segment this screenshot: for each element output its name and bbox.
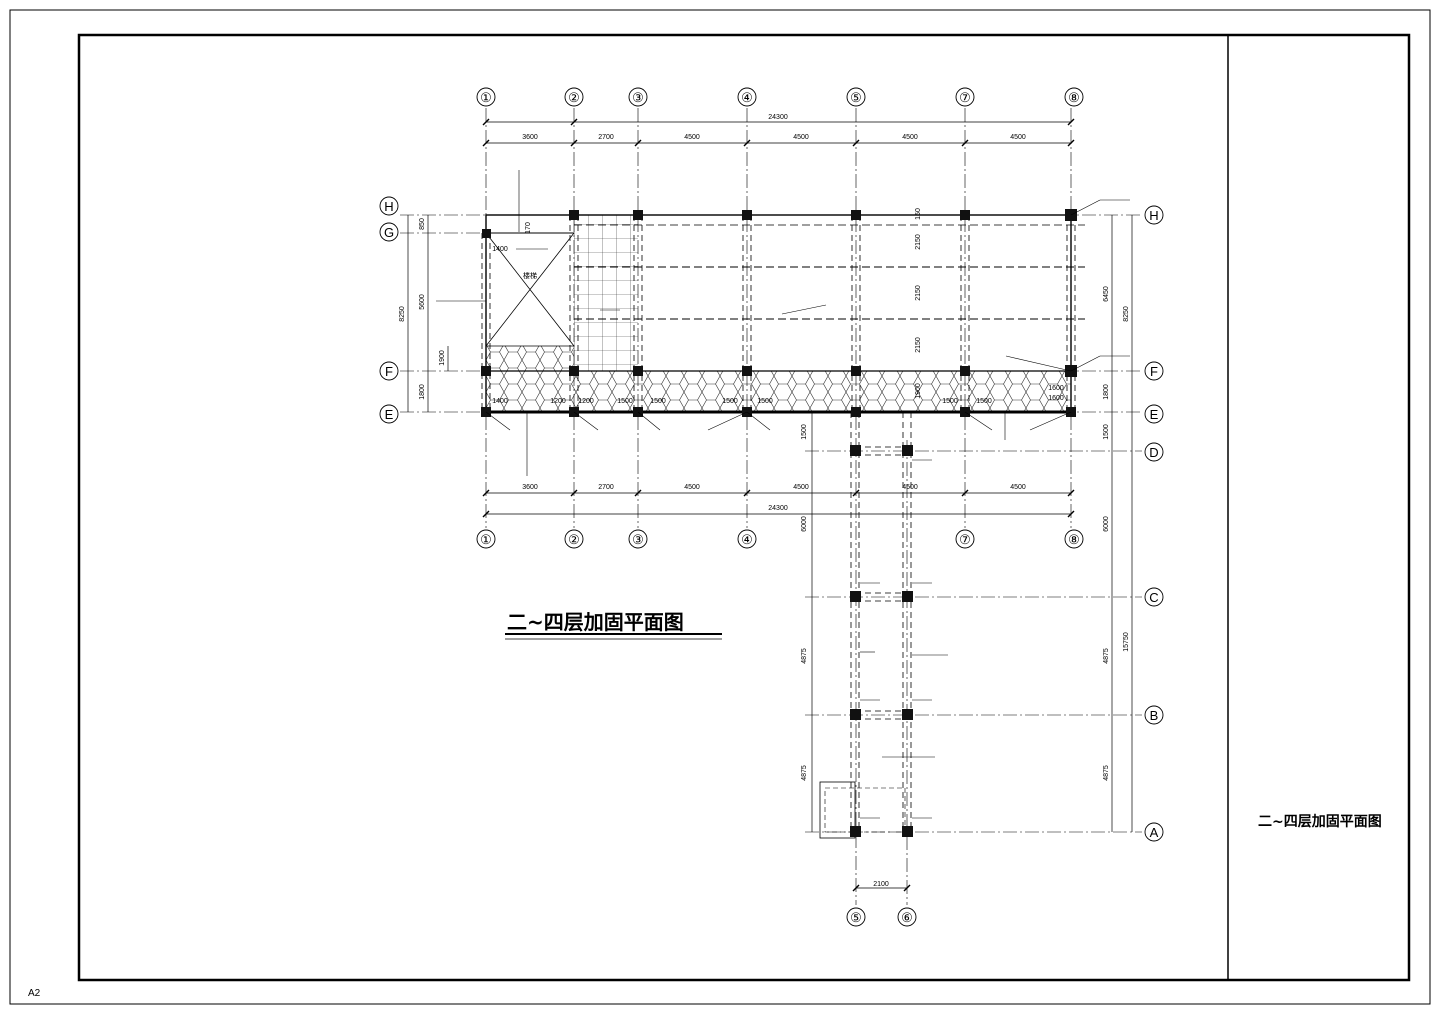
left-extra-dim: 1900 — [439, 350, 446, 366]
sheet-size-code: A2 — [28, 988, 41, 999]
interior-dim-2: 2150 — [915, 285, 922, 301]
right-wing-total-dim: 15750 — [1123, 632, 1130, 652]
right-outer-dim: 8250 — [1123, 306, 1130, 322]
corridor-height-dim: 1900 — [915, 383, 922, 399]
axis-bubbles — [379, 87, 1164, 927]
right-inner-dim-1: 6450 — [1103, 286, 1110, 302]
top-span-dim-6: 4500 — [1010, 134, 1026, 141]
bottom-span-dim-3: 4500 — [684, 484, 700, 491]
bottom-axis-label-2: ② — [568, 532, 580, 547]
top-span-dim-4: 4500 — [793, 134, 809, 141]
bottom-overall-dim: 24300 — [768, 505, 788, 512]
interior-dim-3: 2150 — [915, 337, 922, 353]
bottom-axis-label-1: ① — [480, 532, 492, 547]
corridor-dim-9: 1500 — [976, 398, 992, 405]
left-inner-dim-1: 850 — [419, 218, 426, 230]
top-axis-label-5: ⑤ — [850, 90, 862, 105]
small-dim-1600-a: 1600 — [1048, 385, 1064, 392]
bottom-span-dim-4: 4500 — [793, 484, 809, 491]
sheet-outer-border — [9, 9, 1431, 1005]
axis-lines — [400, 108, 1142, 905]
left-inner-dim-2: 5600 — [419, 294, 426, 310]
corridor-dim-4: 1500 — [617, 398, 633, 405]
right-wing-dim-2: 6000 — [1103, 516, 1110, 532]
plan-title: 二~四层加固平面图 — [507, 610, 684, 634]
right-axis-label-F: F — [1150, 364, 1158, 379]
corridor-dim-8: 1500 — [942, 398, 958, 405]
drawing-border — [77, 33, 1411, 982]
left-axis-label-H: H — [384, 199, 393, 214]
top-span-dim-5: 4500 — [902, 134, 918, 141]
right-axis-label-E: E — [1150, 407, 1159, 422]
bottom-span-dim-2: 2700 — [598, 484, 614, 491]
top-span-dim-2: 2700 — [598, 134, 614, 141]
corridor-dim-6: 1500 — [722, 398, 738, 405]
corridor-dim-5: 1500 — [650, 398, 666, 405]
top-overall-dim: 24300 — [768, 114, 788, 121]
right-wing-dim-4: 4875 — [1103, 765, 1110, 781]
left-axis-label-E: E — [385, 407, 394, 422]
top-axis-label-3: ③ — [632, 90, 644, 105]
dimension-lines — [407, 118, 1133, 892]
right-inner-dim-2: 1800 — [1103, 384, 1110, 400]
bottom-span-dim-1: 3600 — [522, 484, 538, 491]
top-axis-label-2: ② — [568, 90, 580, 105]
corridor-dim-7: 1500 — [757, 398, 773, 405]
small-dim-1600-b: 1600 — [1048, 395, 1064, 402]
bottom-span-dim-5: 4500 — [902, 484, 918, 491]
top-axis-label-7: ⑦ — [959, 90, 971, 105]
hex-stair-landing — [486, 346, 574, 371]
wing-axis-label-6: ⑥ — [901, 910, 913, 925]
right-axis-label-B: B — [1150, 708, 1159, 723]
wing-left-dim-4: 4875 — [801, 765, 808, 781]
columns — [481, 209, 1077, 837]
left-axis-label-F: F — [385, 364, 393, 379]
top-axis-label-8: ⑧ — [1068, 90, 1080, 105]
stair-label: 楼梯 — [523, 271, 537, 280]
wing-width-dim: 2100 — [873, 881, 889, 888]
bottom-axis-label-8: ⑧ — [1068, 532, 1080, 547]
bottom-span-dim-6: 4500 — [1010, 484, 1026, 491]
stair-width-dim: 1400 — [492, 246, 508, 253]
corridor-dim-3: 1200 — [578, 398, 594, 405]
right-axis-label-H: H — [1149, 208, 1158, 223]
right-wing-dim-3: 4875 — [1103, 648, 1110, 664]
right-axis-label-C: C — [1149, 590, 1158, 605]
right-wing-dim-1: 1500 — [1103, 424, 1110, 440]
wing-axis-label-5: ⑤ — [850, 910, 862, 925]
wing-left-dim-1: 1500 — [801, 424, 808, 440]
top-axis-label-4: ④ — [741, 90, 753, 105]
wing-left-dim-2: 6000 — [801, 516, 808, 532]
hex-corridor-region — [486, 371, 1071, 412]
left-axis-label-G: G — [384, 225, 394, 240]
left-inner-dim-3: 1800 — [419, 384, 426, 400]
grid-slab-region — [574, 215, 638, 371]
small-dim-150: 150 — [915, 208, 922, 220]
left-outer-dim: 8250 — [399, 306, 406, 322]
right-axis-label-A: A — [1150, 825, 1159, 840]
top-span-dim-3: 4500 — [684, 134, 700, 141]
interior-dim-1: 2150 — [915, 234, 922, 250]
bottom-axis-label-4: ④ — [741, 532, 753, 547]
top-span-dim-1: 3600 — [522, 134, 538, 141]
top-axis-label-1: ① — [480, 90, 492, 105]
right-axis-label-D: D — [1149, 445, 1158, 460]
south-wing — [819, 412, 912, 839]
corridor-dim-2: 1200 — [550, 398, 566, 405]
leader-lines — [436, 170, 1130, 819]
bottom-axis-label-3: ③ — [632, 532, 644, 547]
wing-left-dim-3: 4875 — [801, 648, 808, 664]
small-dim-170: 170 — [525, 222, 532, 234]
title-block-text: 二~四层加固平面图 — [1258, 814, 1382, 830]
corridor-dim-1: 1400 — [492, 398, 508, 405]
bottom-axis-label-7: ⑦ — [959, 532, 971, 547]
